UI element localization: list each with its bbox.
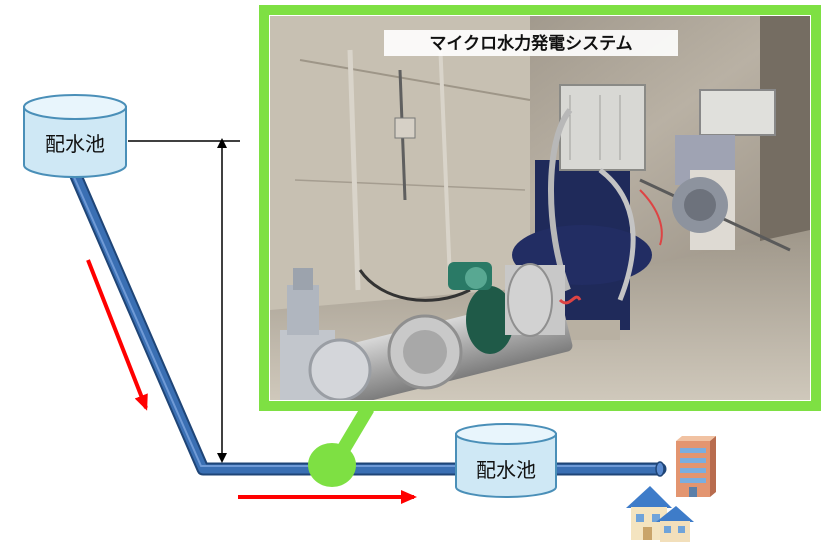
upper-tank-label: 配水池: [45, 132, 105, 156]
houses-icon: [626, 486, 694, 542]
system-photo-frame: [259, 5, 821, 411]
photo-title: マイクロ水力発電システム: [429, 33, 632, 54]
photo-title-background: [384, 30, 678, 56]
generator-marker: [308, 404, 375, 487]
system-photo: [270, 16, 810, 400]
head-height-indicator: [128, 138, 240, 463]
lower-distribution-tank: 配水池: [455, 423, 557, 498]
flow-arrow-down: [86, 259, 148, 411]
upper-distribution-tank: 配水池: [23, 94, 127, 178]
lower-tank-label: 配水池: [476, 458, 536, 482]
office-building-icon: [676, 436, 716, 497]
